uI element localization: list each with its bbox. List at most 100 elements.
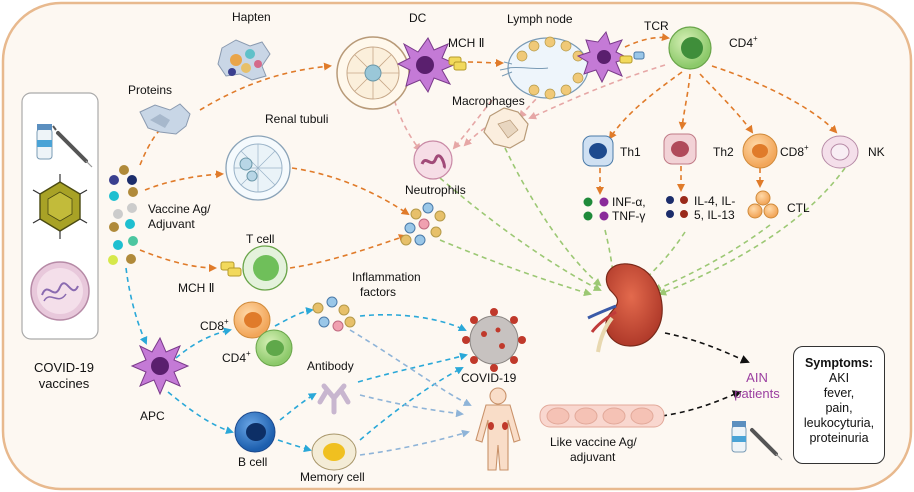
arrow-cd4-to-nk	[711, 65, 838, 134]
dc-tubule-icon	[336, 36, 410, 110]
symptom-item: leukocyturia,	[803, 416, 875, 430]
arrow-to-tcr	[624, 33, 670, 48]
th2-cell-icon	[663, 133, 697, 165]
macrophage-icon	[483, 107, 529, 149]
antigen-dots	[108, 165, 138, 265]
cd4-cell-top-icon	[668, 26, 712, 70]
label-dc: DC	[409, 11, 427, 25]
label-ain-line2: patients	[734, 386, 780, 401]
label-cd8-bottom: CD8+	[200, 317, 229, 333]
human-body-icon	[475, 387, 521, 471]
mch2-receptor-icon	[448, 56, 467, 71]
inf-dots	[583, 197, 609, 221]
label-proteins: Proteins	[128, 83, 172, 97]
arrow-macro-to-kidney	[504, 147, 602, 287]
cd8-cell-bottom-icon	[233, 301, 271, 339]
label-ctl: CTL	[787, 201, 810, 215]
arrow-vessel-to-ain	[661, 390, 742, 417]
label-neutrophils: Neutrophils	[405, 183, 466, 197]
vaccines-caption-line1: COVID-19	[34, 360, 94, 375]
arrow-memory-to-covid	[359, 367, 464, 441]
arrow-neutrophils-to-kidney	[439, 177, 602, 291]
cytokine-dots-lower	[312, 296, 356, 332]
arrow-dc-to-lymph	[467, 58, 504, 67]
label-covid19: COVID-19	[461, 371, 517, 385]
arrow-factors-to-covid	[359, 313, 467, 332]
antibody-icon	[317, 383, 351, 415]
arrow-cd4-to-th1	[608, 71, 683, 140]
arrow-factors-to-body	[349, 329, 472, 406]
label-macrophages: Macrophages	[452, 94, 525, 108]
arrow-bcell-to-memory	[277, 439, 312, 453]
memory-cell-icon	[311, 433, 357, 471]
label-il-line1: IL-4, IL-	[694, 194, 735, 208]
label-tcr: TCR	[644, 19, 669, 33]
label-lymph-node: Lymph node	[507, 12, 573, 26]
arrow-tcells-to-factors	[274, 307, 314, 327]
t-cell-icon	[220, 245, 288, 291]
symptom-item: fever,	[823, 386, 855, 400]
arrow-apc-to-t	[175, 327, 232, 359]
arrow-cd4-to-th2	[678, 73, 691, 130]
vial-syringe-bottom-icon	[731, 421, 783, 461]
label-b-cell: B cell	[238, 455, 267, 469]
ctl-icon	[747, 190, 779, 219]
label-nk: NK	[868, 145, 885, 159]
label-mch2-top: MCH Ⅱ	[448, 36, 485, 50]
arrow-bcell-to-antibody	[279, 392, 317, 421]
arrow-memory-to-body	[359, 429, 470, 456]
arrow-apc-to-bcell	[167, 391, 234, 434]
arrow-lymph-to-neutrophils	[452, 99, 493, 150]
arrow-tcell-to-inflammation	[289, 234, 407, 269]
arrow-to-renal-tubuli	[144, 170, 224, 191]
body-kidneys-icon	[488, 422, 508, 430]
vessel-cells-icon	[539, 404, 665, 428]
symptoms-box: Symptoms: AKI fever, pain, leukocyturia,…	[793, 346, 885, 464]
arrow-nk-to-kidney	[658, 167, 846, 296]
arrow-ctl-to-kidney	[653, 224, 771, 292]
label-th2: Th2	[713, 145, 734, 159]
label-memory-cell: Memory cell	[300, 470, 365, 484]
b-cell-icon	[234, 411, 276, 453]
label-cd8-top: CD8+	[780, 143, 809, 159]
label-apc: APC	[140, 409, 165, 423]
th1-cell-icon	[582, 135, 614, 167]
arrow-antibody-to-covid	[357, 352, 468, 383]
label-hapten: Hapten	[232, 10, 271, 24]
label-like-vaccine-line1: Like vaccine Ag/	[550, 435, 637, 449]
inflammation-factors-icon	[400, 202, 446, 246]
cd4-cell-bottom-icon	[255, 329, 293, 367]
label-mch2-mid: MCH Ⅱ	[178, 281, 215, 295]
label-vaccine-ag-line2: Adjuvant	[148, 217, 195, 231]
symptom-item: pain,	[825, 401, 853, 415]
arrow-cd4-to-macrophages	[528, 64, 666, 120]
arrow-antibody-to-body	[359, 394, 464, 418]
arrow-kidney-to-ain	[664, 332, 750, 364]
vaccines-caption-line2: vaccines	[39, 376, 90, 391]
label-inf-line1: INF-α,	[612, 195, 646, 209]
label-like-vaccine-line2: adjuvant	[570, 450, 616, 464]
label-vaccine-ag-line1: Vaccine Ag/	[148, 202, 211, 216]
hapten-icon	[217, 39, 271, 81]
label-inflammation-line2: factors	[360, 285, 396, 299]
vial-syringe-icon	[36, 124, 93, 168]
kidney-icon	[587, 263, 663, 353]
arrow-inflammation-to-kidney	[439, 239, 592, 297]
symptoms-title: Symptoms:	[804, 356, 874, 370]
vaccine-panel	[21, 92, 99, 340]
proteins-icon	[139, 103, 191, 135]
label-antibody: Antibody	[307, 359, 354, 373]
mrna-particle-icon	[30, 261, 90, 321]
apc-icon	[130, 336, 190, 396]
label-cd4-top: CD4+	[729, 34, 758, 50]
label-inflammation-line1: Inflammation	[352, 270, 421, 284]
symptom-item: AKI	[828, 371, 850, 385]
label-il-line2: 5, IL-13	[694, 208, 735, 222]
cd8-cell-top-icon	[742, 133, 778, 169]
label-renal-tubuli: Renal tubuli	[265, 112, 328, 126]
neutrophil-icon	[413, 140, 453, 180]
dendritic-cell-2-icon	[576, 30, 645, 84]
label-inf-line2: TNF-γ	[612, 209, 645, 223]
